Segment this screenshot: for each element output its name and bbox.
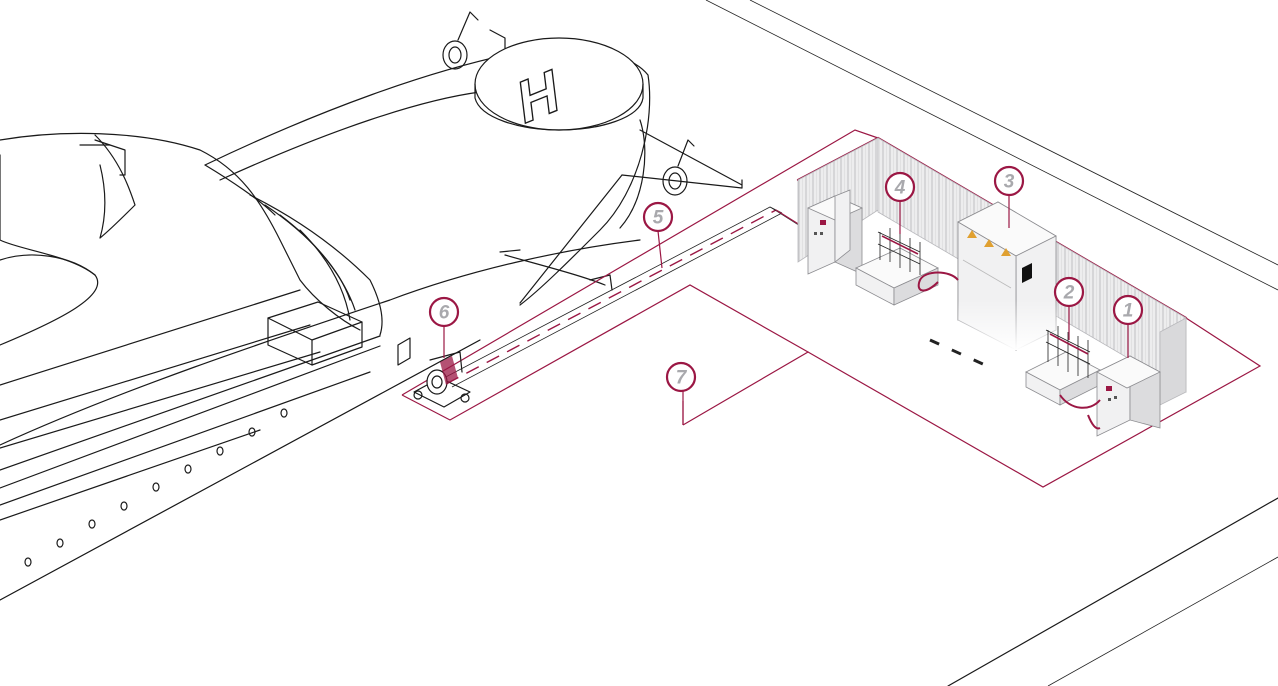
switchgear-central xyxy=(957,201,1058,351)
transformer-4 xyxy=(855,228,939,306)
callout-ring xyxy=(1112,294,1144,326)
callout-marker-6: 6 xyxy=(428,296,460,328)
callout-number: 6 xyxy=(439,303,450,324)
cable-reel xyxy=(413,351,471,408)
callouts: 1 2 3 4 5 6 7 xyxy=(428,165,1144,393)
ship: H xyxy=(0,11,743,601)
callout-ring xyxy=(884,171,916,203)
callout-number: 1 xyxy=(1123,301,1134,322)
callout-number: 3 xyxy=(1004,172,1015,193)
callout-ring xyxy=(428,296,460,328)
callout-number: 5 xyxy=(653,208,664,229)
callout-number: 4 xyxy=(894,178,906,199)
callout-marker-2: 2 xyxy=(1053,276,1085,308)
callout-number: 2 xyxy=(1063,283,1075,304)
switchgear-left xyxy=(807,189,863,275)
callout-ring xyxy=(642,201,674,233)
portholes xyxy=(24,408,288,567)
substation xyxy=(796,136,1188,437)
callout-marker-4: 4 xyxy=(884,171,916,203)
callout-marker-5: 5 xyxy=(642,201,674,233)
callout-ring xyxy=(993,165,1025,197)
callout-marker-1: 1 xyxy=(1112,294,1144,326)
cable-track xyxy=(439,206,801,388)
callout-marker-3: 3 xyxy=(993,165,1025,197)
callout-ring xyxy=(665,361,697,393)
switchgear-front xyxy=(1096,355,1161,437)
transformer-2 xyxy=(1025,326,1101,406)
callout-number: 7 xyxy=(676,368,688,389)
callout-leaders xyxy=(443,195,1129,425)
helipad-letter: H xyxy=(515,55,562,137)
callout-ring xyxy=(1053,276,1085,308)
callout-marker-7: 7 xyxy=(665,361,697,393)
